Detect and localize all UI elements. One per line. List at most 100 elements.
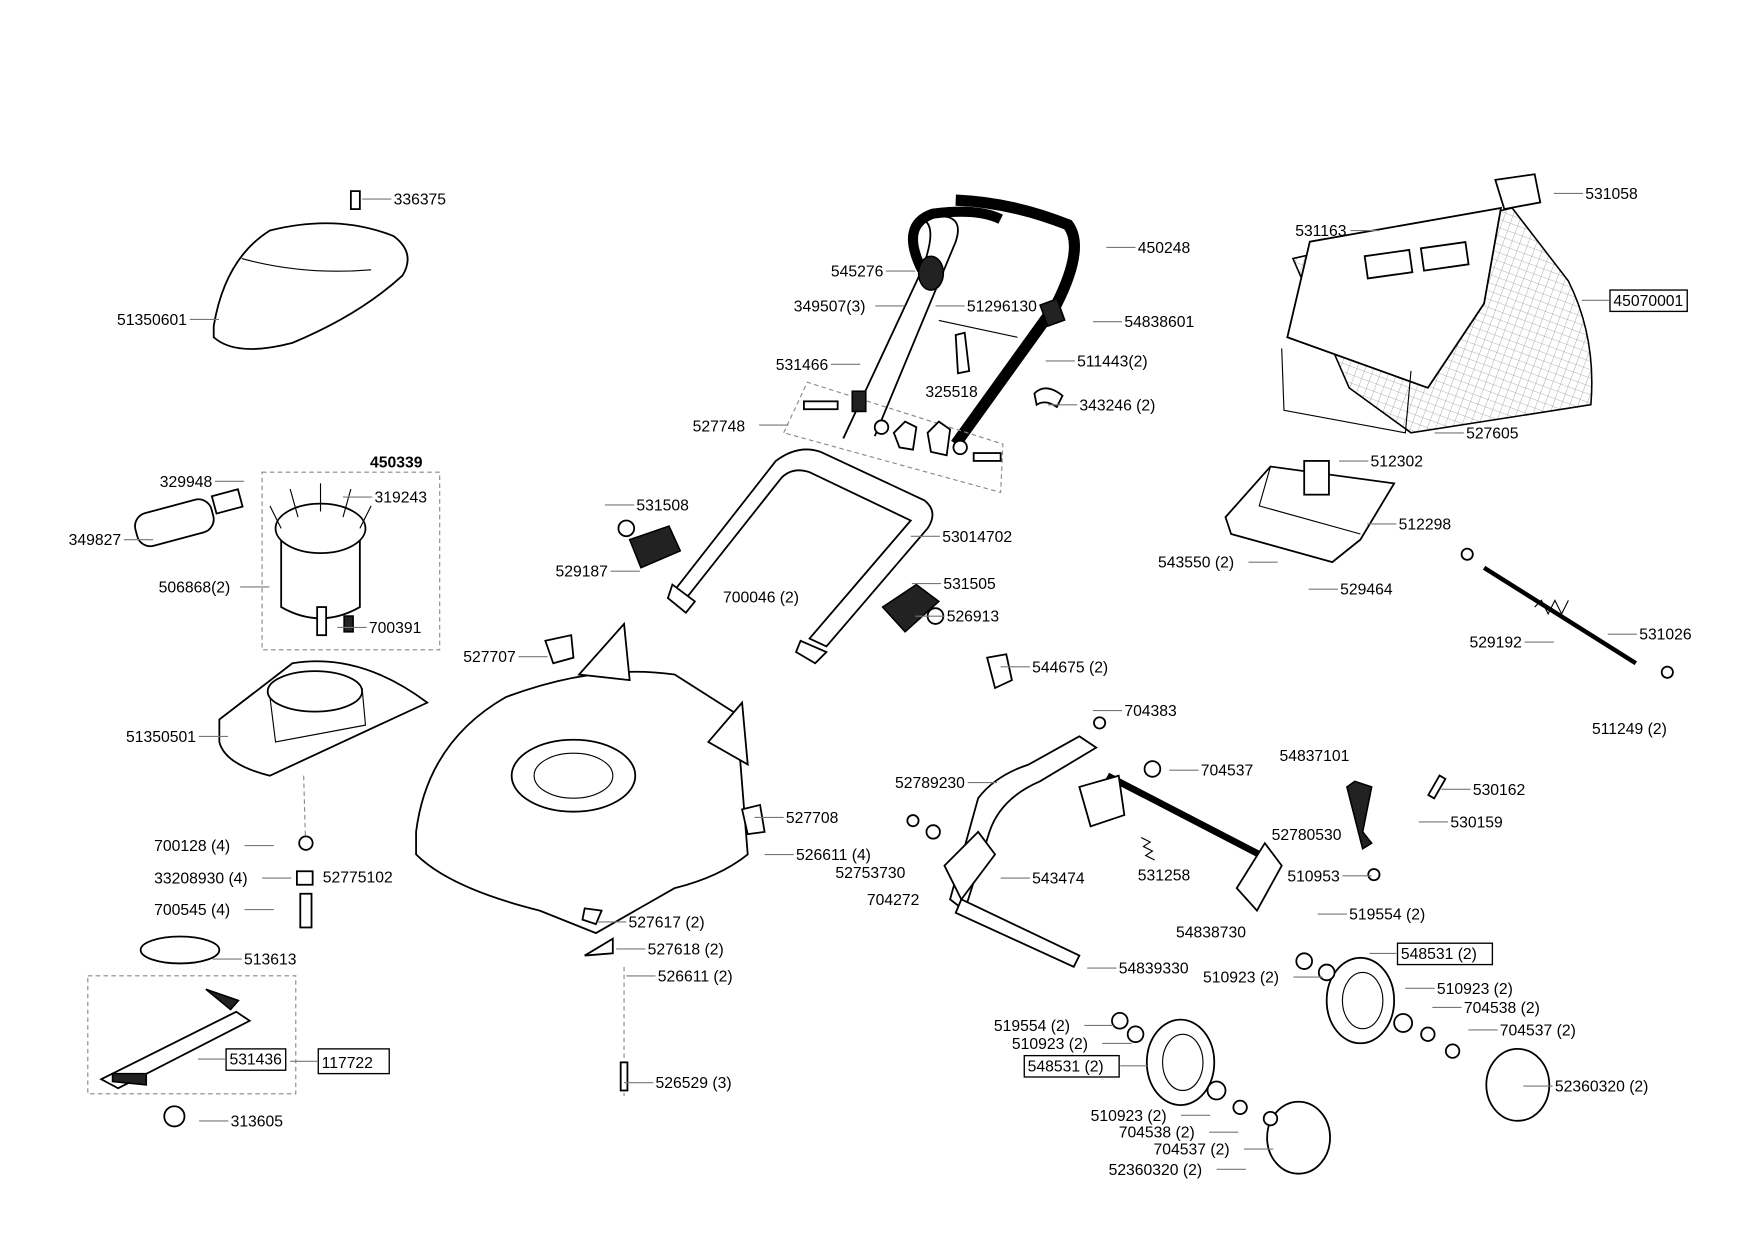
part-number: 52775102 <box>323 870 393 887</box>
part-number-labels: 336375 51350601 450248 545276 349507(3) 51296… <box>69 186 1692 1179</box>
part-label: 700391 <box>337 620 421 637</box>
part-label: 526611 (2) <box>626 968 733 985</box>
part-number: 700046 (2) <box>723 590 799 607</box>
part-label: 704537 (2) <box>1154 1142 1274 1159</box>
part-number: 704538 (2) <box>1119 1125 1195 1142</box>
part-label: 531508 <box>604 497 689 514</box>
motor-cover <box>212 190 409 350</box>
part-number: 33208930 (4) <box>154 871 248 888</box>
part-number: 52360320 (2) <box>1109 1162 1203 1179</box>
part-number: 531508 <box>636 497 689 514</box>
part-label: 527707 <box>463 649 548 666</box>
part-number: 53014702 <box>942 529 1012 546</box>
part-label: 512298 <box>1367 517 1451 534</box>
part-number: 704383 <box>1124 703 1177 720</box>
part-label: 117722 <box>290 1048 390 1075</box>
part-number: 510953 <box>1287 868 1340 885</box>
part-label: 527617 (2) <box>597 914 705 931</box>
part-label: 548531 (2) <box>1023 1054 1148 1078</box>
part-number: 704538 (2) <box>1464 1000 1540 1017</box>
part-label: 52775102 <box>323 870 393 887</box>
part-number: 319243 <box>374 490 427 507</box>
part-label: 529464 <box>1308 582 1393 599</box>
part-number: 548531 (2) <box>1028 1058 1104 1075</box>
part-number: 530159 <box>1450 814 1502 831</box>
part-label: 51350601 <box>117 312 220 329</box>
part-label: 543474 <box>1000 871 1085 888</box>
part-number: 704537 (2) <box>1500 1022 1576 1039</box>
part-number: 700391 <box>369 620 421 637</box>
upper-handle <box>842 194 1081 448</box>
lower-handle <box>666 448 934 665</box>
part-label: 704537 (2) <box>1468 1022 1576 1039</box>
part-label: 349507(3) <box>794 298 905 315</box>
part-number: 117722 <box>322 1055 373 1072</box>
part-label: 52780530 <box>1272 827 1342 844</box>
handle-knobs <box>803 390 1002 462</box>
part-label: 531258 <box>1138 867 1191 884</box>
part-number: 543550 (2) <box>1158 555 1234 572</box>
part-label: 52753730 <box>835 865 905 882</box>
part-number: 527618 (2) <box>648 941 724 958</box>
part-label: 349827 <box>69 532 154 549</box>
part-label: 336375 <box>362 192 446 209</box>
part-number: 329948 <box>160 474 213 491</box>
part-label: 704538 (2) <box>1432 1000 1540 1017</box>
chute-flap <box>1224 460 1396 564</box>
part-number: 531026 <box>1639 627 1692 644</box>
part-number: 52789230 <box>895 775 965 792</box>
part-number: 530162 <box>1473 782 1525 799</box>
part-number: 527617 (2) <box>629 914 705 931</box>
part-number: 526529 (3) <box>656 1075 732 1092</box>
part-number: 704272 <box>867 892 919 909</box>
part-label: 325518 <box>925 384 978 401</box>
part-label: 527748 <box>693 419 789 436</box>
part-number: 531466 <box>776 357 829 374</box>
rear-axle <box>1460 547 1674 679</box>
part-number: 529464 <box>1340 582 1393 599</box>
part-number: 506868(2) <box>159 579 231 596</box>
part-number: 531258 <box>1138 867 1191 884</box>
part-label: 531163 <box>1295 223 1380 240</box>
part-number-box <box>225 1048 287 1071</box>
part-number: 51296130 <box>967 298 1037 315</box>
part-label: 530162 <box>1441 782 1525 799</box>
part-label: 54839330 <box>1087 961 1189 978</box>
part-number: 513613 <box>244 952 297 969</box>
part-number: 450248 <box>1138 240 1191 257</box>
part-label: 450248 <box>1106 240 1191 257</box>
mower-deck <box>415 621 766 935</box>
part-label: 526611 (4) <box>764 847 871 864</box>
part-label: 319243 <box>343 490 427 507</box>
part-label: 545276 <box>831 264 916 281</box>
part-label: 51350501 <box>126 729 229 746</box>
part-label: 543550 (2) <box>1158 555 1278 572</box>
part-number: 52753730 <box>835 865 905 882</box>
part-number: 519554 (2) <box>994 1018 1070 1035</box>
part-label: 51296130 <box>935 298 1037 315</box>
part-label: 544675 (2) <box>1000 659 1108 676</box>
part-number: 52360320 (2) <box>1555 1079 1649 1096</box>
part-number: 343246 (2) <box>1079 397 1155 414</box>
rear-wheel <box>1295 952 1551 1122</box>
part-number: 325518 <box>925 384 978 401</box>
part-number: 313605 <box>231 1113 284 1130</box>
part-number: 349827 <box>69 532 121 549</box>
part-label: 704538 (2) <box>1119 1125 1239 1142</box>
grass-box <box>1281 173 1593 434</box>
part-label: 704272 <box>867 892 919 909</box>
part-number: 510923 (2) <box>1203 970 1279 987</box>
part-label: 526913 <box>915 609 999 626</box>
part-label: 510923 (2) <box>1203 970 1323 987</box>
part-number-box <box>317 1048 390 1075</box>
part-number: 531058 <box>1585 186 1638 203</box>
part-label: 450339 <box>370 455 423 472</box>
part-number: 545276 <box>831 264 884 281</box>
part-label: 700128 (4) <box>154 838 274 855</box>
part-number: 511249 (2) <box>1592 721 1667 738</box>
part-label: 531436 <box>197 1048 287 1071</box>
part-number: 543474 <box>1032 871 1085 888</box>
motor-housing <box>218 660 430 777</box>
